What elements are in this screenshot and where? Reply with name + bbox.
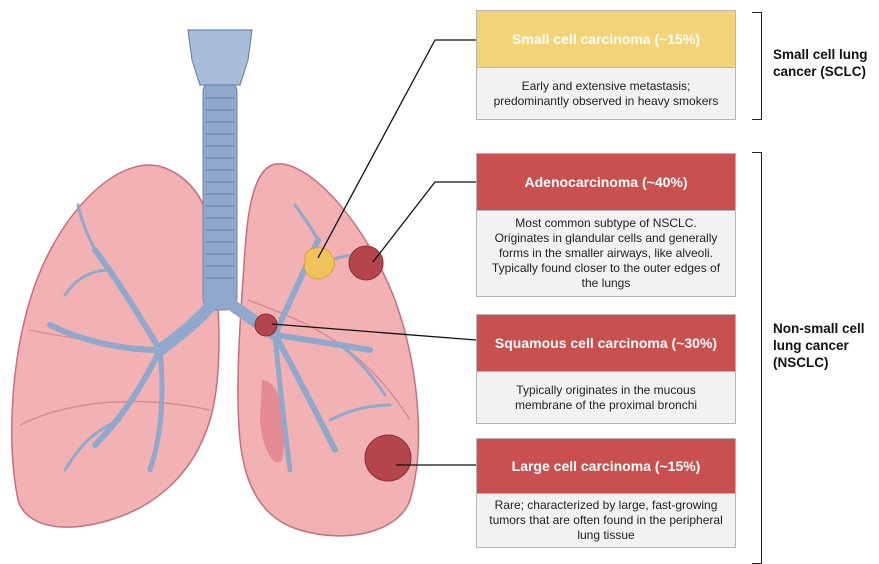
sclc-bracket bbox=[752, 12, 762, 120]
card-squamous-description: Typically originates in the mucous membr… bbox=[476, 372, 736, 424]
card-small-cell-title: Small cell carcinoma (~15%) bbox=[476, 10, 736, 68]
card-small-cell: Small cell carcinoma (~15%) Early and ex… bbox=[476, 10, 736, 120]
card-adenocarcinoma-description: Most common subtype of NSCLC. Originates… bbox=[476, 211, 736, 297]
large-cell-tumor bbox=[365, 435, 411, 481]
lung-illustration bbox=[0, 0, 476, 548]
adenocarcinoma-tumor bbox=[349, 246, 383, 280]
small-cell-tumor bbox=[304, 248, 334, 279]
sclc-group-label: Small cell lung cancer (SCLC) bbox=[773, 46, 877, 80]
card-squamous: Squamous cell carcinoma (~30%) Typically… bbox=[476, 314, 736, 424]
card-adenocarcinoma: Adenocarcinoma (~40%) Most common subtyp… bbox=[476, 153, 736, 297]
nsclc-group-label: Non-small cell lung cancer (NSCLC) bbox=[773, 320, 877, 371]
card-squamous-title: Squamous cell carcinoma (~30%) bbox=[476, 314, 736, 372]
card-large-cell-description: Rare; characterized by large, fast-growi… bbox=[476, 494, 736, 548]
squamous-tumor bbox=[255, 314, 277, 336]
trachea bbox=[203, 80, 237, 310]
card-small-cell-description: Early and extensive metastasis; predomin… bbox=[476, 68, 736, 120]
nsclc-bracket bbox=[752, 152, 762, 564]
card-large-cell-title: Large cell carcinoma (~15%) bbox=[476, 438, 736, 494]
card-large-cell: Large cell carcinoma (~15%) Rare; charac… bbox=[476, 438, 736, 548]
card-adenocarcinoma-title: Adenocarcinoma (~40%) bbox=[476, 153, 736, 211]
larynx bbox=[188, 30, 252, 85]
